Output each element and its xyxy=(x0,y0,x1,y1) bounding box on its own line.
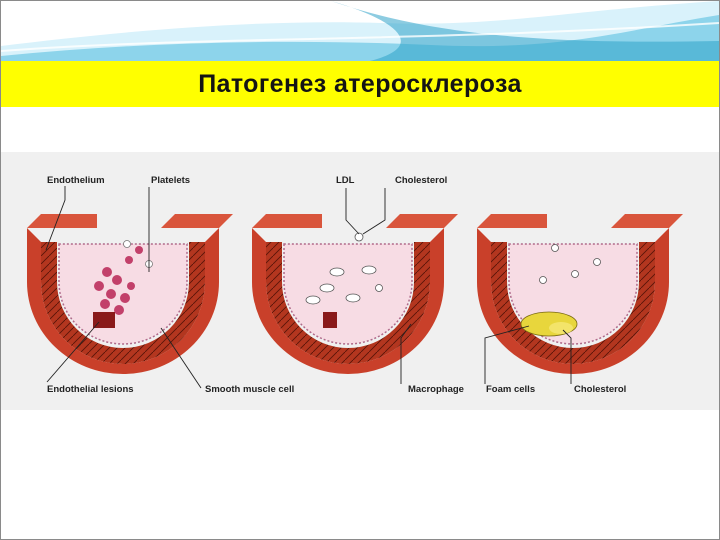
ldl-particle xyxy=(361,265,377,275)
leader-cholesterol-bottom xyxy=(562,329,572,384)
platelet xyxy=(102,267,112,277)
label-platelets: Platelets xyxy=(151,175,190,186)
stage-3-plaque-formation xyxy=(477,214,683,374)
platelet xyxy=(100,299,110,309)
ldl-particle xyxy=(319,283,335,293)
label-smooth-muscle-cell: Smooth muscle cell xyxy=(205,384,294,395)
platelet-cluster xyxy=(94,246,143,315)
ldl-particle xyxy=(539,276,547,284)
artery-top-face-right xyxy=(386,214,458,228)
leader-endothelial-lesions xyxy=(46,321,100,383)
wave-dark xyxy=(331,1,719,63)
platelet xyxy=(112,275,122,285)
leader-endothelium xyxy=(45,186,66,251)
label-ldl: LDL xyxy=(336,175,355,186)
ldl-particle xyxy=(375,284,383,292)
ldl-particle xyxy=(305,295,321,305)
wave-streak xyxy=(1,22,719,52)
platelet xyxy=(120,293,130,303)
artery-lumen xyxy=(283,243,413,345)
label-cholesterol-bottom: Cholesterol xyxy=(574,384,626,395)
leader-macrophage xyxy=(400,323,412,384)
label-endothelial-lesions: Endothelial lesions xyxy=(47,384,134,395)
platelet xyxy=(106,289,116,299)
blood-cell xyxy=(123,240,131,248)
title-bar: Патогенез атеросклероза xyxy=(1,61,719,107)
leader-cholesterol-top xyxy=(362,188,386,235)
stage-2-ldl-infiltration xyxy=(252,214,458,374)
label-macrophage: Macrophage xyxy=(408,384,464,395)
label-endothelium: Endothelium xyxy=(47,175,105,186)
header-wave-decoration xyxy=(1,1,719,71)
label-cholesterol-top: Cholesterol xyxy=(395,175,447,186)
artery-top-face-right xyxy=(161,214,233,228)
ldl-particle xyxy=(593,258,601,266)
endothelial-lesion xyxy=(93,312,115,328)
label-foam-cells: Foam cells xyxy=(486,384,535,395)
leader-smooth-muscle-cell xyxy=(160,327,202,389)
ldl-particle xyxy=(571,270,579,278)
smooth-muscle-cell-migrating xyxy=(323,312,337,328)
artery-top-face xyxy=(252,214,322,228)
diagram-svg: Endothelium Platelets LDL Cholesterol En… xyxy=(27,175,683,395)
slide-title: Патогенез атеросклероза xyxy=(198,69,522,98)
stage-1-endothelial-injury xyxy=(27,214,233,374)
ldl-particle xyxy=(354,232,364,242)
ldl-particle xyxy=(551,244,559,252)
artery-top-face xyxy=(477,214,547,228)
artery-top-face xyxy=(27,214,97,228)
platelet xyxy=(135,246,143,254)
artery-top-face-right xyxy=(611,214,683,228)
platelet xyxy=(114,305,124,315)
atherosclerosis-diagram: Endothelium Platelets LDL Cholesterol En… xyxy=(1,152,719,410)
cholesterol-core xyxy=(549,322,573,334)
leader-ldl xyxy=(345,188,360,235)
platelet xyxy=(125,256,133,264)
platelet xyxy=(127,282,135,290)
ldl-particle xyxy=(345,293,361,303)
leader-foam-cells xyxy=(484,325,530,384)
ldl-particle xyxy=(329,267,345,277)
platelet xyxy=(94,281,104,291)
